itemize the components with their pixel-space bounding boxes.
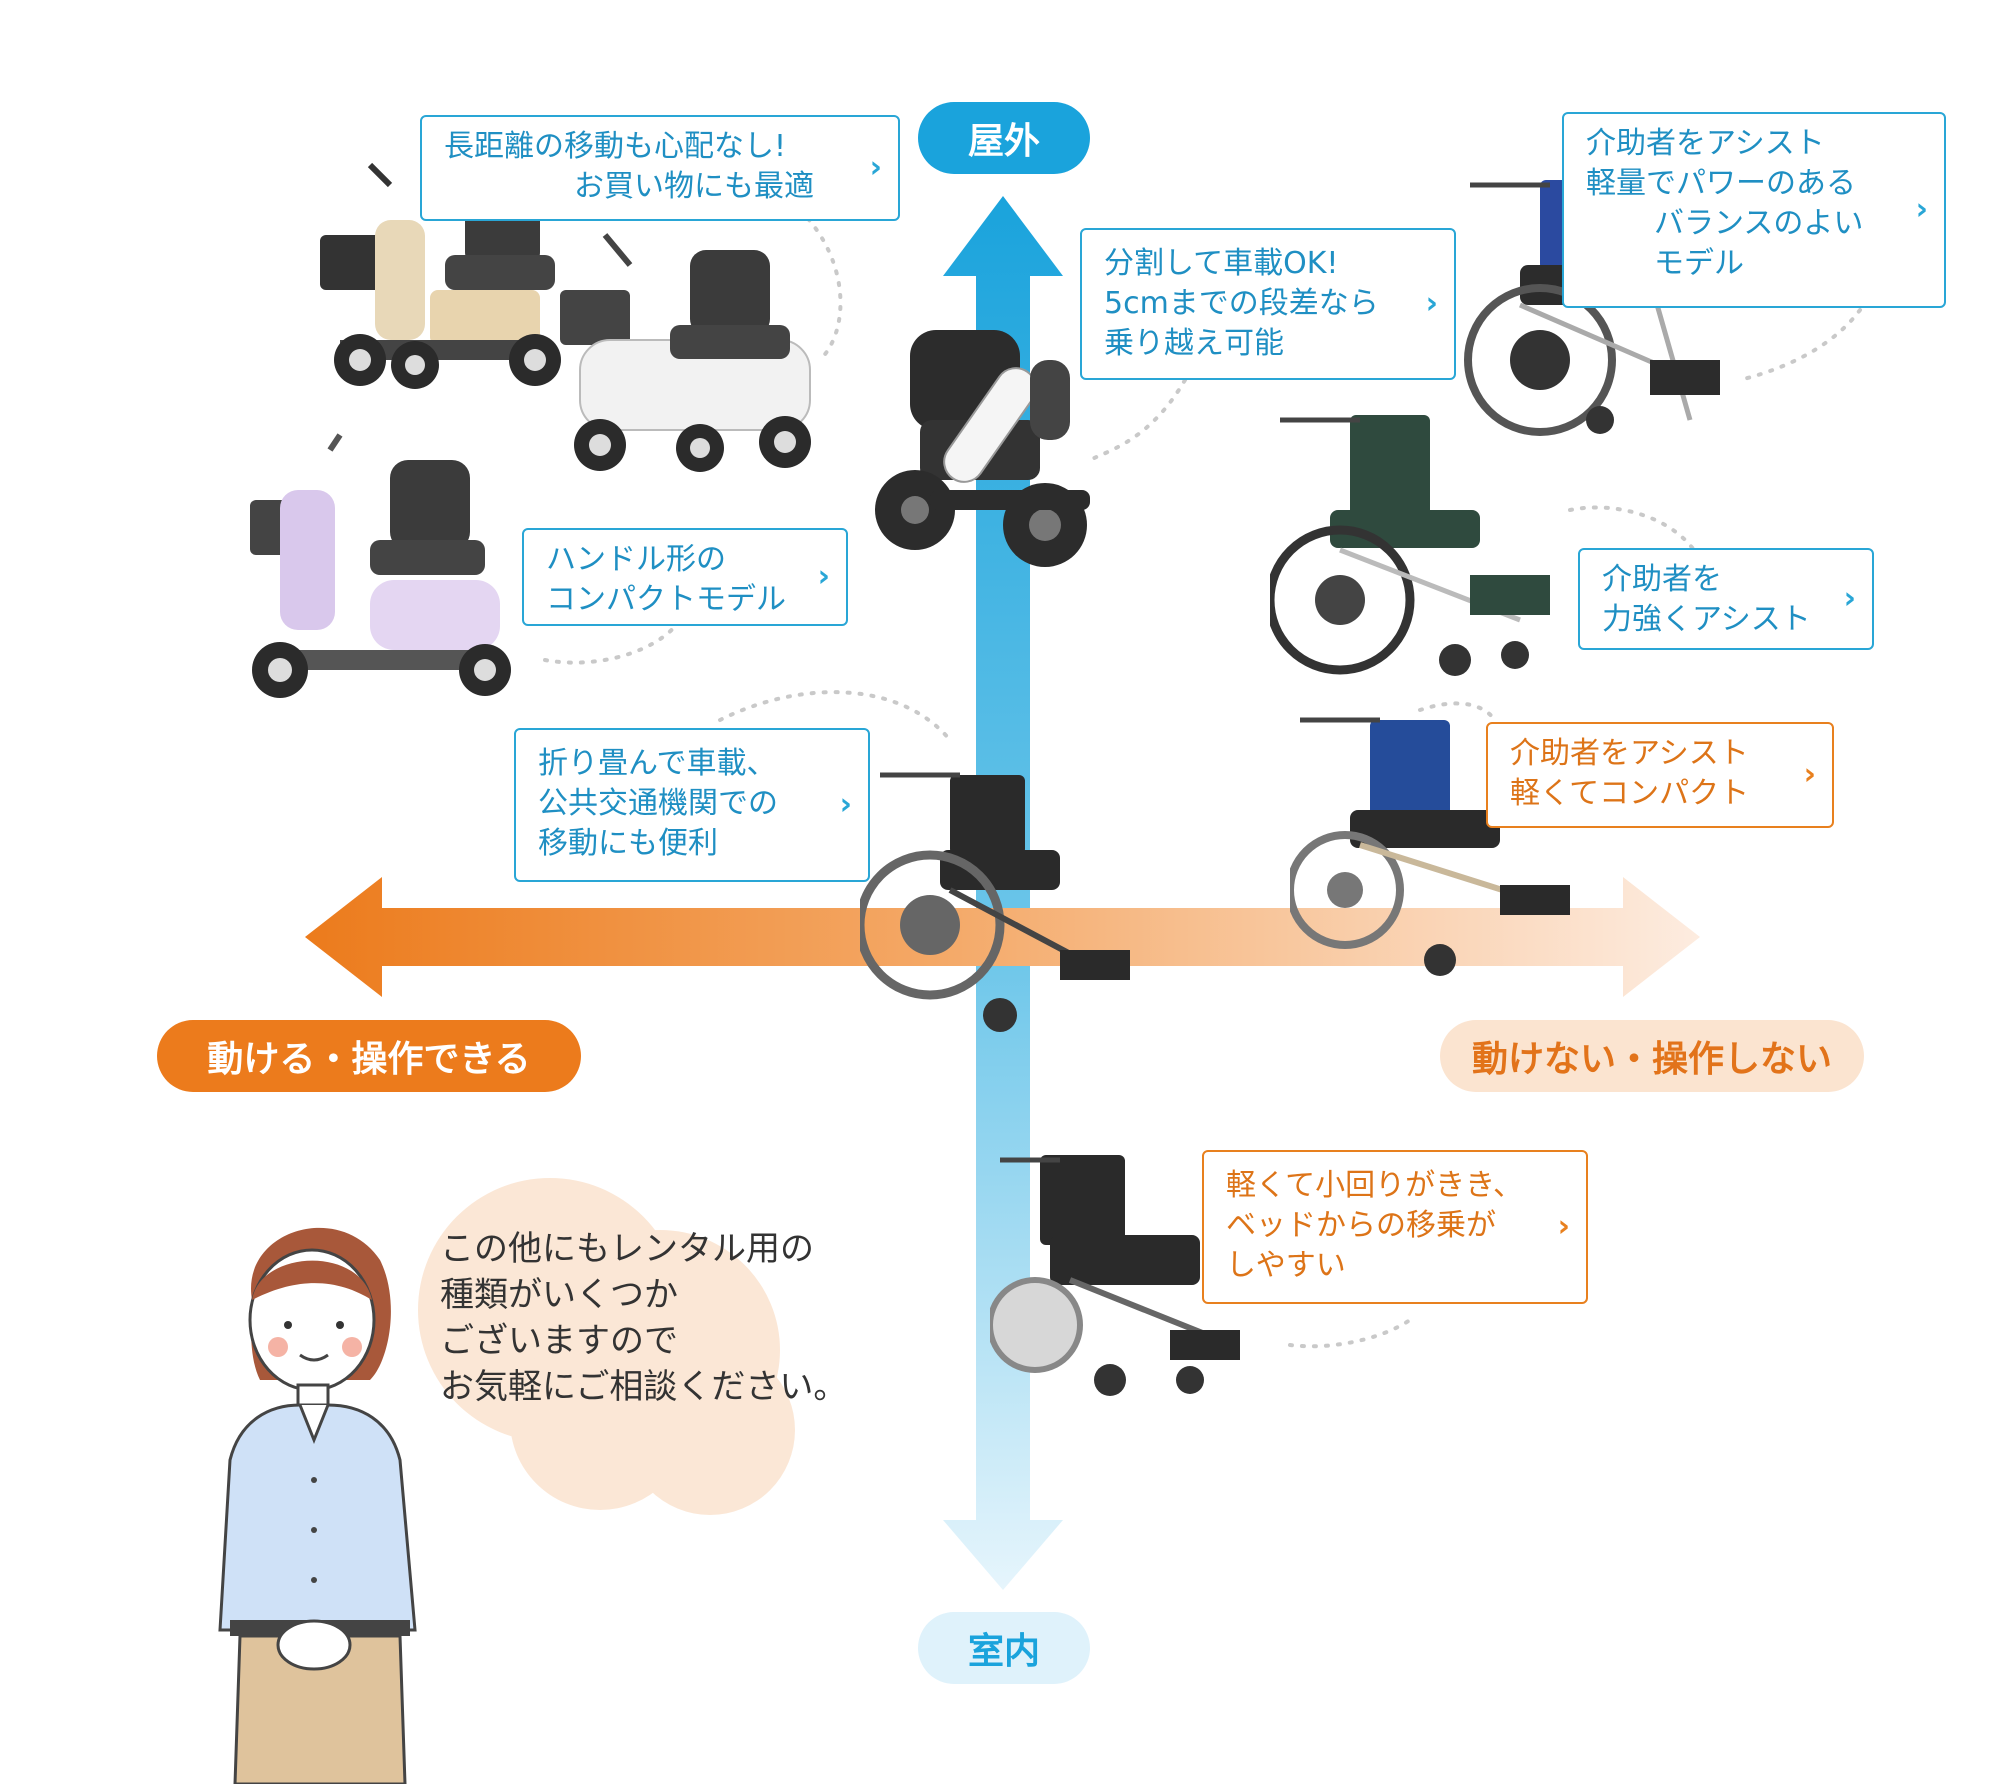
card-text-line: お買い物にも最適 [574, 169, 814, 204]
chevron-right-icon: › [1803, 757, 1816, 792]
outdoor-label: 屋外 [918, 102, 1090, 174]
card-text-line: コンパクトモデル [546, 582, 786, 617]
card-text-line: モデル [1654, 246, 1744, 281]
personal-mobility-chair-image[interactable] [870, 320, 1110, 580]
compact-assisted-wheelchair-image[interactable] [1290, 705, 1590, 985]
chevron-right-icon: › [1557, 1209, 1570, 1244]
speech-bubble [418, 1178, 795, 1515]
mobile-user-label: 動ける・操作できる [157, 1020, 581, 1092]
card-text-line: 介助者をアシスト [1586, 126, 1825, 161]
vertical-axis-arrow [943, 196, 1063, 1590]
assisted-wheelchair-green-image[interactable] [1270, 400, 1570, 690]
card-text-line: 軽くて小回りがきき、 [1226, 1168, 1523, 1203]
card-text-line: 折り畳んで車載、 [538, 746, 777, 781]
card-text-line: 5cmまでの段差なら [1104, 286, 1379, 321]
card-text-line: 力強くアシスト [1602, 602, 1811, 637]
chevron-right-icon: › [839, 787, 852, 822]
card-text-line: 分割して車載OK! [1104, 246, 1339, 281]
chevron-right-icon: › [1843, 581, 1856, 616]
product-card-long-distance-scooter[interactable]: 長距離の移動も心配なし! お買い物にも最適 › [420, 115, 900, 221]
card-text-line: バランスのよい [1654, 206, 1864, 241]
chevron-right-icon: › [817, 559, 830, 594]
card-text-line: 移動にも便利 [538, 826, 718, 861]
message-line: この他にもレンタル用の [440, 1229, 814, 1269]
product-card-folding-transport[interactable]: 折り畳んで車載、 公共交通機関での 移動にも便利 › [514, 728, 870, 882]
card-text-line: 介助者を [1602, 562, 1722, 597]
product-card-powerful-assist[interactable]: 介助者を 力強くアシスト › [1578, 548, 1874, 650]
card-text-line: ベッドからの移乗が [1226, 1208, 1496, 1243]
mobility-scooter-lavender-image[interactable] [230, 430, 520, 710]
staff-message: この他にもレンタル用の 種類がいくつか ございますので お気軽にご相談ください。 [440, 1226, 847, 1410]
message-line: ございますので [440, 1321, 678, 1361]
product-card-detachable-chair[interactable]: 分割して車載OK! 5cmまでの段差なら 乗り越え可能 › [1080, 228, 1456, 380]
immobile-user-label: 動けない・操作しない [1440, 1020, 1864, 1092]
chevron-right-icon: › [869, 150, 882, 185]
card-text-line: しやすい [1226, 1248, 1346, 1283]
folding-electric-wheelchair-image[interactable] [860, 760, 1150, 1050]
mobility-scooter-white-image[interactable] [540, 230, 820, 490]
message-line: 種類がいくつか [440, 1275, 678, 1315]
product-card-handle-compact[interactable]: ハンドル形の コンパクトモデル › [522, 528, 848, 626]
card-text-line: 軽くてコンパクト [1510, 776, 1750, 811]
chevron-right-icon: › [1915, 192, 1928, 227]
product-card-easy-transfer[interactable]: 軽くて小回りがきき、 ベッドからの移乗が しやすい › [1202, 1150, 1588, 1304]
card-text-line: 介助者をアシスト [1510, 736, 1749, 771]
indoor-label: 室内 [918, 1612, 1090, 1684]
product-card-light-compact-assist[interactable]: 介助者をアシスト 軽くてコンパクト › [1486, 722, 1834, 828]
card-text-line: ハンドル形の [546, 542, 726, 577]
chevron-right-icon: › [1425, 286, 1438, 321]
card-text-line: 乗り越え可能 [1104, 326, 1284, 361]
card-text-line: 長距離の移動も心配なし! [444, 129, 787, 164]
card-text-line: 軽量でパワーのある [1586, 166, 1856, 201]
indoor-electric-wheelchair-image[interactable] [990, 1140, 1260, 1410]
mobility-scooter-image[interactable] [300, 160, 580, 400]
product-card-balanced-assist[interactable]: 介助者をアシスト 軽量でパワーのある バランスのよい モデル › [1562, 112, 1946, 308]
card-text-line: 公共交通機関での [538, 786, 778, 821]
staff-illustration [218, 1227, 417, 1784]
message-line: お気軽にご相談ください。 [440, 1367, 848, 1407]
